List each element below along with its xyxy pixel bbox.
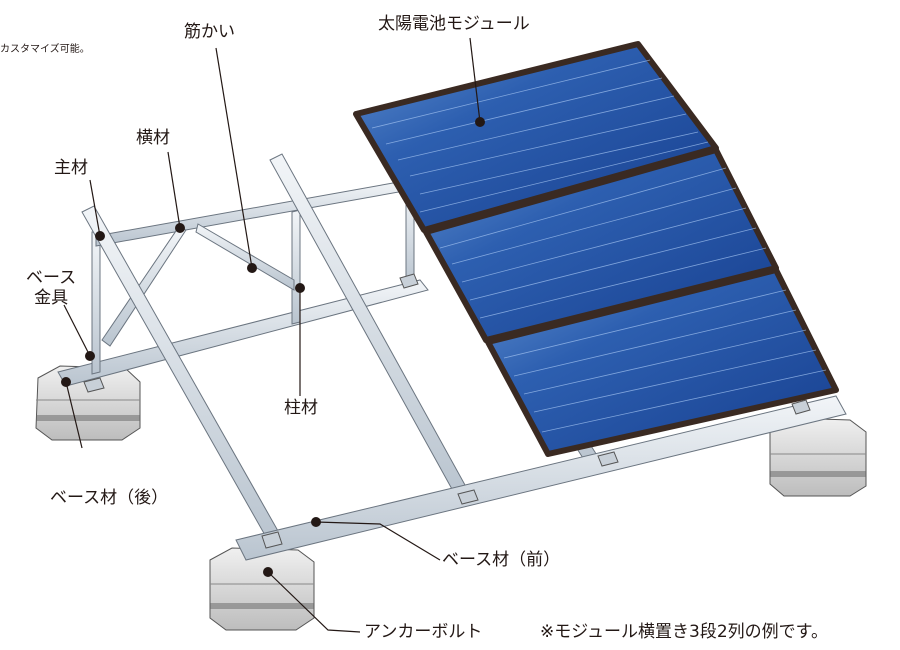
solar-panel-array (353, 41, 839, 457)
front-base-rail (235, 395, 847, 561)
caption-top: カスタマイズ可能。 (0, 44, 90, 55)
solar-panel-3 (485, 267, 839, 457)
label-column: 柱材 (284, 398, 318, 418)
base-brackets (83, 273, 811, 549)
label-base-fitting: ベース 金具 (26, 268, 77, 308)
label-solar-module: 太陽電池モジュール (378, 14, 530, 34)
leader-lines (63, 37, 481, 633)
leader-markers (61, 117, 485, 577)
concrete-block-front-left (209, 547, 315, 631)
label-main-member: 主材 (54, 158, 88, 178)
footnote: ※モジュール横置き3段2列の例です。 (540, 622, 828, 642)
label-brace: 筋かい (184, 22, 235, 42)
label-base-front: ベース材（前） (442, 550, 561, 570)
label-base-rear: ベース材（後） (50, 488, 169, 508)
label-anchor-bolt: アンカーボルト (364, 622, 483, 642)
label-crossbar: 横材 (136, 128, 170, 148)
concrete-block-right (769, 417, 867, 497)
rear-support-frame (91, 179, 415, 375)
